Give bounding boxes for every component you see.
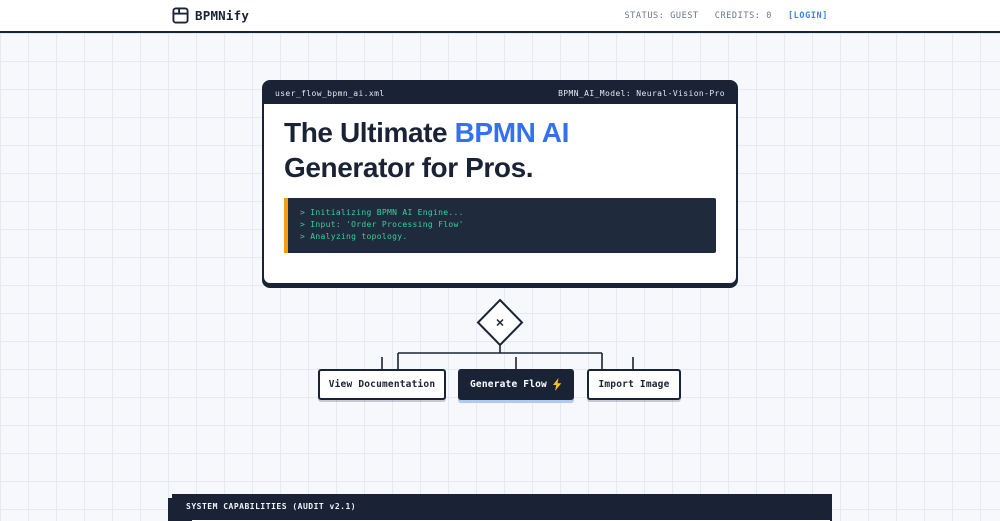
terminal-line: > Input: 'Order Processing Flow' bbox=[300, 220, 464, 229]
terminal-line: > Analyzing topology. bbox=[300, 232, 408, 241]
terminal-line: > Initializing BPMN AI Engine... bbox=[300, 208, 464, 217]
top-nav-bar: BPMNify STATUS: GUEST CREDITS: 0 [LOGIN] bbox=[0, 0, 1000, 33]
capabilities-panel bbox=[190, 518, 832, 521]
bpmn-connector-diagram bbox=[381, 298, 634, 370]
hero-filename: user_flow_bpmn_ai.xml bbox=[275, 88, 385, 98]
hero-model-label: BPMN_AI_Model: Neural-Vision-Pro bbox=[558, 88, 725, 98]
brand[interactable]: BPMNify bbox=[172, 7, 249, 24]
lightning-icon bbox=[552, 378, 562, 391]
credits-label: CREDITS: 0 bbox=[714, 10, 772, 21]
capabilities-section-header: SYSTEM CAPABILITIES (AUDIT v2.1) bbox=[172, 494, 832, 518]
status-label: STATUS: GUEST bbox=[624, 10, 699, 21]
view-documentation-label: View Documentation bbox=[328, 379, 436, 390]
top-nav-right: STATUS: GUEST CREDITS: 0 [LOGIN] bbox=[624, 11, 828, 21]
login-link[interactable]: [LOGIN] bbox=[787, 10, 828, 21]
view-documentation-button[interactable]: View Documentation bbox=[318, 369, 446, 400]
top-nav-inner: BPMNify STATUS: GUEST CREDITS: 0 [LOGIN] bbox=[172, 0, 828, 31]
generate-flow-button[interactable]: Generate Flow bbox=[458, 369, 574, 400]
brand-logo-icon bbox=[172, 7, 189, 24]
import-image-button[interactable]: Import Image bbox=[587, 369, 681, 400]
capabilities-title: SYSTEM CAPABILITIES (AUDIT v2.1) bbox=[186, 501, 357, 511]
hero-card-titlebar: user_flow_bpmn_ai.xml BPMN_AI_Model: Neu… bbox=[264, 82, 736, 104]
generate-flow-label: Generate Flow bbox=[470, 379, 547, 390]
title-highlight: BPMN AI bbox=[454, 117, 570, 148]
title-prefix: The Ultimate bbox=[284, 117, 455, 148]
page-title: The Ultimate BPMN AI Generator for Pros. bbox=[284, 115, 716, 185]
gateway-x-icon bbox=[496, 318, 504, 327]
title-line2: Generator for Pros. bbox=[284, 152, 534, 183]
brand-name: BPMNify bbox=[195, 8, 250, 23]
import-image-label: Import Image bbox=[598, 379, 670, 390]
hero-card: user_flow_bpmn_ai.xml BPMN_AI_Model: Neu… bbox=[262, 80, 738, 285]
terminal-output: > Initializing BPMN AI Engine... > Input… bbox=[284, 198, 716, 253]
